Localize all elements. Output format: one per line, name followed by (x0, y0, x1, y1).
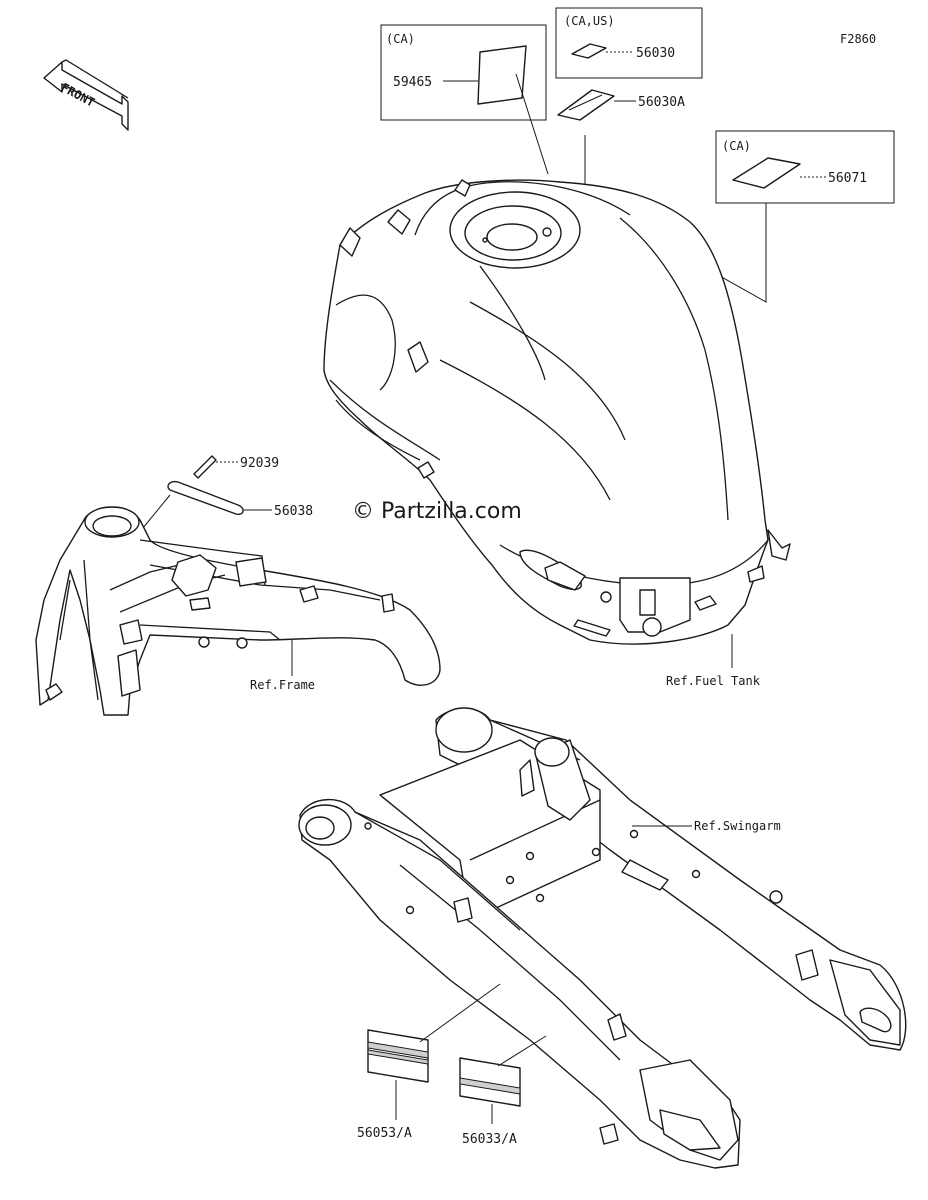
ref-frame-label[interactable]: Ref.Frame (250, 678, 315, 692)
callout-56030[interactable]: (CA,US) 56030 (555, 7, 703, 79)
callout-92039[interactable]: 92039 (193, 455, 279, 479)
part-number: 56038 (274, 504, 313, 519)
frame-icon (35, 506, 441, 716)
label-sticker-icon (732, 157, 801, 189)
swingarm-icon (298, 707, 907, 1169)
callout-56071[interactable]: (CA) 56071 (609, 130, 895, 303)
label-sticker-icon (557, 89, 615, 121)
callout-56053A[interactable]: 56053/A (357, 983, 501, 1141)
callout-region: (CA,US) (564, 14, 615, 28)
part-number: 56033/A (462, 1132, 517, 1147)
watermark: © Partzilla.com (352, 499, 522, 524)
callout-56033A[interactable]: 56033/A (459, 1035, 547, 1147)
label-sticker-icon (571, 43, 607, 59)
part-number: 56030 (636, 46, 675, 61)
label-sticker-icon (167, 480, 244, 516)
part-number: 92039 (240, 456, 279, 471)
figure-code: F2860 (840, 32, 876, 46)
callout-59465[interactable]: (CA) 59465 (380, 24, 549, 175)
ref-swingarm-label[interactable]: Ref.Swingarm (694, 819, 781, 833)
part-number: 56071 (828, 171, 867, 186)
callout-region: (CA) (386, 32, 415, 46)
part-number: 56053/A (357, 1126, 412, 1141)
callout-region: (CA) (722, 139, 751, 153)
rivet-icon (193, 455, 217, 479)
label-sticker-icon (477, 45, 527, 105)
callout-56038[interactable]: 56038 (137, 480, 313, 535)
part-number: 59465 (393, 75, 432, 90)
ref-fuel-tank-label[interactable]: Ref.Fuel Tank (666, 674, 761, 688)
front-direction-arrow-icon: FRONT (43, 59, 129, 131)
part-number: 56030A (638, 95, 685, 110)
fuel-tank-icon (323, 179, 791, 645)
